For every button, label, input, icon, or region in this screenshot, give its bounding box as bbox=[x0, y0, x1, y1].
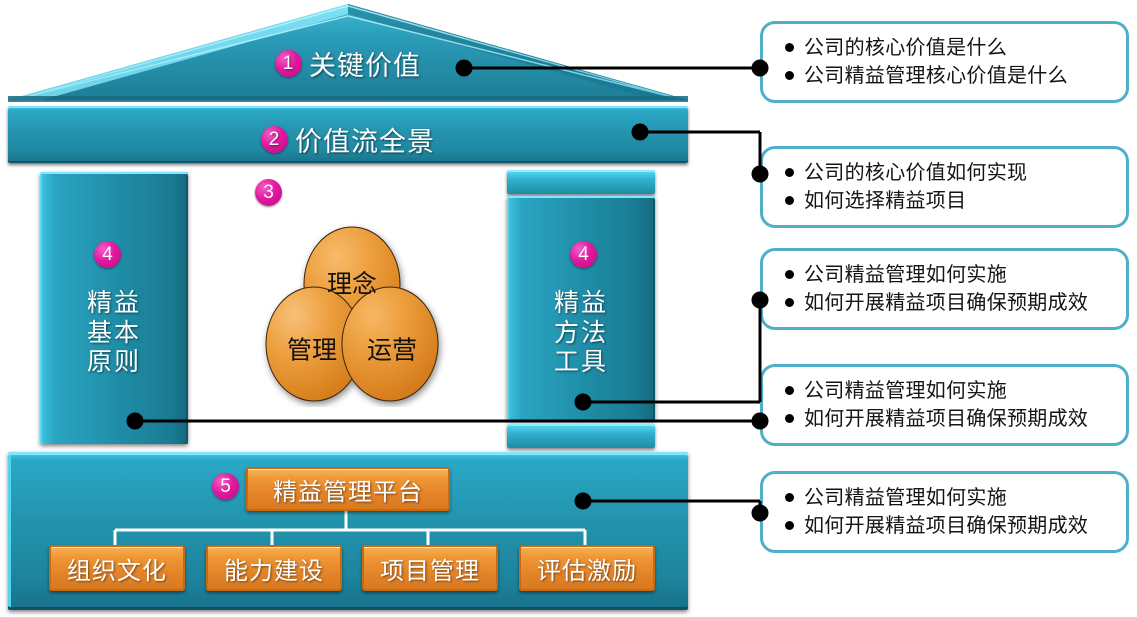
callout-1-line-2: 公司精益管理核心价值是什么 bbox=[785, 62, 1126, 90]
roof-label: 1 关键价值 bbox=[0, 44, 696, 83]
pillar-right-line-1: 精益 bbox=[553, 288, 608, 317]
pillar-right bbox=[507, 196, 655, 420]
pillar-left bbox=[40, 172, 188, 444]
platform-leaf-2[interactable]: 能力建设 bbox=[206, 545, 342, 591]
callout-3-text-2: 如何开展精益项目确保预期成效 bbox=[804, 290, 1089, 314]
platform-leaf-4[interactable]: 评估激励 bbox=[519, 545, 655, 591]
callout-2-line-1: 公司的核心价值如何实现 bbox=[785, 159, 1126, 187]
callout-4-text-2: 如何开展精益项目确保预期成效 bbox=[804, 406, 1089, 430]
bullet-dot-icon bbox=[785, 298, 794, 307]
callout-3: 公司精益管理如何实施 如何开展精益项目确保预期成效 bbox=[760, 248, 1129, 330]
callout-1-text-2: 公司精益管理核心价值是什么 bbox=[804, 63, 1068, 87]
callout-1-text-1: 公司的核心价值是什么 bbox=[804, 35, 1007, 60]
callout-3-line-1: 公司精益管理如何实施 bbox=[785, 261, 1126, 289]
badge-4-left: 4 bbox=[94, 241, 121, 268]
bullet-dot-icon bbox=[785, 196, 794, 205]
badge-5: 5 bbox=[212, 473, 239, 500]
bullet-dot-icon bbox=[785, 71, 794, 80]
callout-5: 公司精益管理如何实施 如何开展精益项目确保预期成效 bbox=[760, 471, 1129, 553]
callout-5-text-1: 公司精益管理如何实施 bbox=[804, 485, 1007, 510]
bullet-dot-icon bbox=[785, 43, 794, 53]
platform-leaf-3[interactable]: 项目管理 bbox=[362, 545, 498, 591]
callout-4-text-1: 公司精益管理如何实施 bbox=[804, 378, 1007, 403]
callout-1: 公司的核心价值是什么 公司精益管理核心价值是什么 bbox=[760, 21, 1129, 103]
callout-3-text-1: 公司精益管理如何实施 bbox=[804, 262, 1007, 287]
callout-2-text-1: 公司的核心价值如何实现 bbox=[804, 160, 1028, 185]
band-label: 2 价值流全景 bbox=[0, 120, 696, 159]
pillar-right-cap-bottom bbox=[507, 424, 655, 448]
venn-label-top: 理念 bbox=[327, 270, 377, 299]
bullet-dot-icon bbox=[785, 270, 794, 280]
bullet-dot-icon bbox=[785, 493, 794, 503]
pillar-right-line-2: 方法 bbox=[553, 317, 608, 347]
callout-4-line-1: 公司精益管理如何实施 bbox=[785, 377, 1126, 405]
bullet-dot-icon bbox=[785, 521, 794, 530]
bullet-dot-icon bbox=[785, 386, 794, 396]
house-roof bbox=[8, 4, 688, 102]
callout-4-line-2: 如何开展精益项目确保预期成效 bbox=[785, 405, 1126, 433]
callout-1-line-1: 公司的核心价值是什么 bbox=[785, 34, 1126, 62]
bullet-dot-icon bbox=[785, 414, 794, 423]
callout-4: 公司精益管理如何实施 如何开展精益项目确保预期成效 bbox=[760, 364, 1129, 446]
pillar-left-line-2: 基本 bbox=[86, 317, 141, 347]
badge-3: 3 bbox=[255, 179, 282, 206]
callout-5-line-1: 公司精益管理如何实施 bbox=[785, 484, 1126, 512]
venn-label-right: 运营 bbox=[367, 336, 417, 365]
callout-5-text-2: 如何开展精益项目确保预期成效 bbox=[804, 513, 1089, 537]
callout-5-line-2: 如何开展精益项目确保预期成效 bbox=[785, 512, 1126, 540]
callout-3-line-2: 如何开展精益项目确保预期成效 bbox=[785, 289, 1126, 317]
callout-2-line-2: 如何选择精益项目 bbox=[785, 187, 1126, 215]
platform-leaf-1[interactable]: 组织文化 bbox=[49, 545, 185, 591]
callout-2-text-2: 如何选择精益项目 bbox=[804, 188, 967, 212]
bullet-dot-icon bbox=[785, 168, 794, 178]
pillar-right-text: 精益 方法 工具 bbox=[507, 288, 655, 377]
badge-1: 1 bbox=[275, 50, 302, 77]
house-band bbox=[8, 106, 688, 163]
callout-2: 公司的核心价值如何实现 如何选择精益项目 bbox=[760, 146, 1129, 228]
pillar-left-text: 精益 基本 原则 bbox=[40, 288, 188, 377]
venn-label-left: 管理 bbox=[287, 336, 337, 365]
platform-box[interactable]: 精益管理平台 bbox=[246, 467, 450, 511]
pillar-left-line-3: 原则 bbox=[86, 347, 141, 376]
roof-label-text: 关键价值 bbox=[309, 51, 421, 82]
badge-4-right: 4 bbox=[570, 241, 597, 268]
venn-diagram: 理念 管理 运营 bbox=[265, 226, 439, 402]
pillar-right-cap-top bbox=[507, 170, 655, 194]
pillar-left-line-1: 精益 bbox=[86, 288, 141, 317]
pillar-right-line-3: 工具 bbox=[553, 347, 608, 376]
platform-tree-connectors bbox=[113, 508, 587, 545]
badge-2: 2 bbox=[261, 126, 288, 153]
band-label-text: 价值流全景 bbox=[295, 127, 435, 158]
